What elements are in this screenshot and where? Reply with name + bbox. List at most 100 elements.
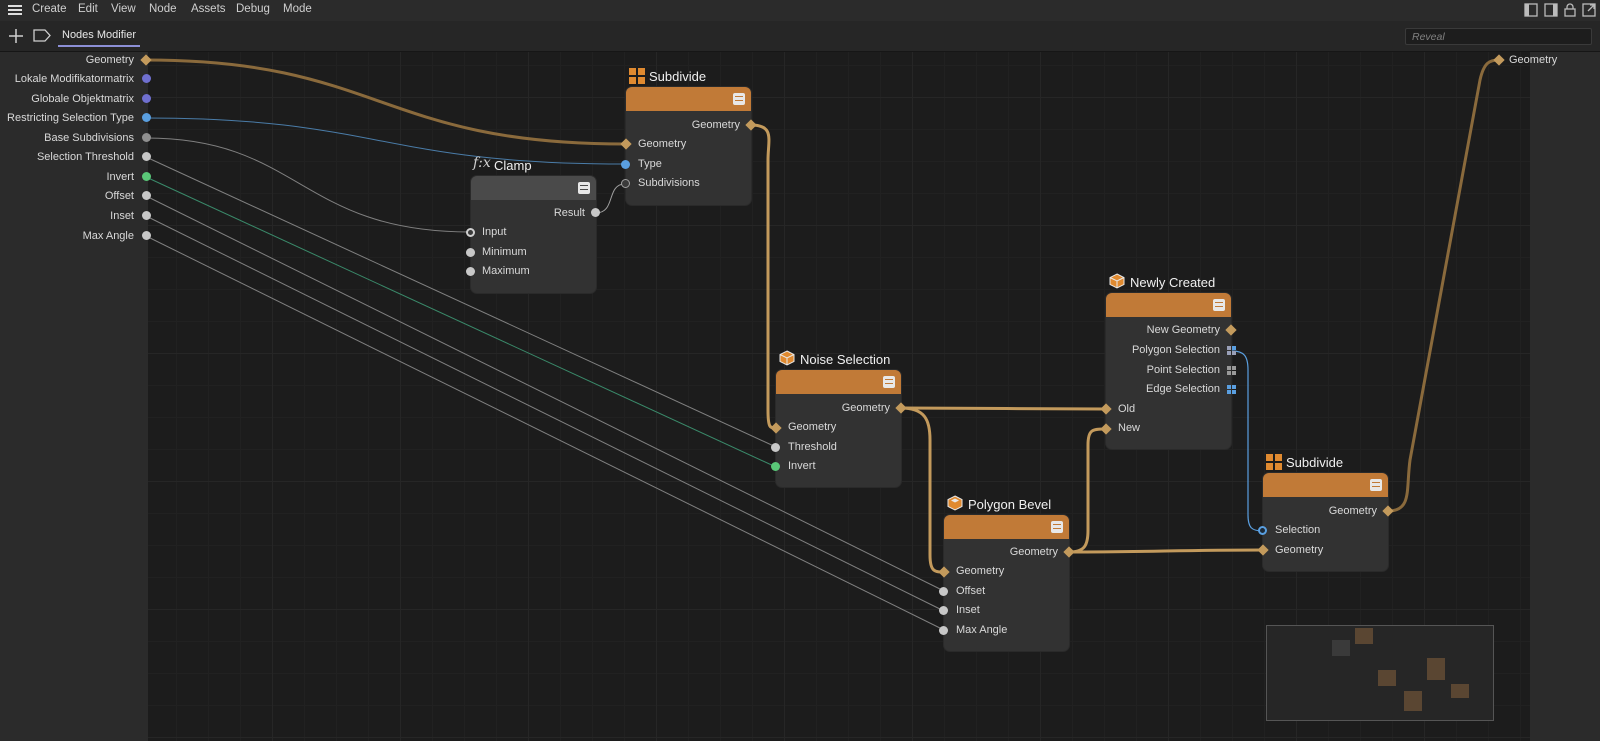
input-port-offset[interactable] (142, 191, 151, 200)
newly-created-input-old-label: Old (1118, 403, 1136, 415)
hamburger-menu-icon[interactable] (8, 5, 22, 16)
noise-selection-input-geometry-label: Geometry (788, 421, 837, 433)
polygon-bevel-node-icon (947, 495, 963, 511)
subdivide-2-node-title: Subdivide (1286, 455, 1344, 470)
output-ports-panel (1530, 52, 1600, 741)
node-menu-icon[interactable] (1370, 479, 1382, 491)
subdivide-input-type-port[interactable] (621, 160, 630, 169)
polygon-bevel-input-inset-port[interactable] (939, 606, 948, 615)
subdivide-input-subdivisions-port[interactable] (621, 179, 630, 188)
newly-created-node[interactable] (1106, 293, 1231, 449)
input-port-label-restricting-selection-type: Restricting Selection Type (7, 112, 134, 124)
newly-created-output-new-geometry-label: New Geometry (1146, 324, 1220, 336)
subdivide-node-title: Subdivide (649, 69, 707, 84)
minimap-node (1355, 628, 1373, 644)
newly-created-output-edge-selection-label: Edge Selection (1146, 383, 1220, 395)
tab-nodes-modifier[interactable]: Nodes Modifier (58, 28, 140, 47)
subdivide-input-geometry-label: Geometry (638, 138, 687, 150)
node-menu-icon[interactable] (883, 376, 895, 388)
polygon-bevel-output-geometry-label: Geometry (1009, 546, 1058, 558)
menu-create[interactable]: Create (32, 3, 67, 15)
subdivide-2-node[interactable] (1263, 473, 1388, 571)
right-panel-toggle-icon[interactable] (1544, 3, 1558, 17)
subdivide-2-input-selection-port[interactable] (1258, 526, 1267, 535)
minimap-node (1404, 691, 1422, 711)
newly-created-node-title: Newly Created (1130, 275, 1216, 290)
input-port-label-base-subdivisions: Base Subdivisions (44, 132, 134, 144)
noise-selection-input-threshold-label: Threshold (788, 441, 837, 453)
input-port-invert[interactable] (142, 172, 151, 181)
input-port-label-selection-threshold: Selection Threshold (36, 151, 134, 163)
polygon-bevel-node-title: Polygon Bevel (968, 497, 1052, 512)
minimap-node (1427, 658, 1445, 680)
polygon-bevel-input-max-angle-label: Max Angle (956, 624, 1008, 636)
clamp-output-result-port[interactable] (591, 208, 600, 217)
point-selection-port-icon[interactable] (1227, 366, 1236, 375)
clamp-input-minimum-port[interactable] (466, 248, 475, 257)
subdivide-node[interactable] (626, 87, 751, 205)
subdivide-input-type-label: Type (638, 158, 662, 170)
clamp-input-input-label: Input (482, 226, 507, 238)
input-port-label-global-matrix: Globale Objektmatrix (31, 93, 134, 105)
maximize-icon[interactable] (1582, 3, 1596, 17)
menu-debug[interactable]: Debug (236, 3, 270, 15)
newly-created-node-icon (1109, 273, 1125, 289)
function-icon: f:x (473, 155, 491, 171)
newly-created-output-polygon-selection-label: Polygon Selection (1131, 344, 1220, 356)
newly-created-output-point-selection-label: Point Selection (1146, 364, 1220, 376)
input-port-selection-threshold[interactable] (142, 152, 151, 161)
input-ports-panel (0, 52, 148, 741)
reveal-search-input[interactable]: Reveal (1405, 28, 1592, 45)
polygon-bevel-input-max-angle-port[interactable] (939, 626, 948, 635)
subdivide-input-subdivisions-label: Subdivisions (638, 177, 700, 189)
polygon-bevel-node[interactable] (944, 515, 1069, 651)
tag-icon[interactable] (33, 29, 51, 42)
node-menu-icon[interactable] (578, 182, 590, 194)
node-menu-icon[interactable] (1051, 521, 1063, 533)
menu-edit[interactable]: Edit (78, 3, 98, 15)
subdivide-node-icon (1266, 454, 1282, 470)
left-panel-toggle-icon[interactable] (1524, 3, 1538, 17)
plus-icon[interactable] (8, 28, 24, 44)
lock-icon[interactable] (1563, 3, 1577, 17)
clamp-input-maximum-port[interactable] (466, 267, 475, 276)
subdivide-2-input-selection-label: Selection (1275, 524, 1321, 536)
polygon-bevel-input-inset-label: Inset (956, 604, 980, 616)
polygon-selection-port-icon[interactable] (1227, 346, 1236, 355)
input-port-base-subdivisions[interactable] (142, 133, 151, 142)
input-port-label-max-angle: Max Angle (82, 230, 134, 242)
input-port-label-local-matrix: Lokale Modifikatormatrix (14, 73, 134, 85)
minimap[interactable] (1266, 625, 1494, 721)
menu-assets[interactable]: Assets (191, 3, 226, 15)
subdivide-2-output-geometry-label: Geometry (1328, 505, 1377, 517)
node-menu-icon[interactable] (1213, 299, 1225, 311)
noise-selection-input-invert-port[interactable] (771, 462, 780, 471)
noise-selection-input-threshold-port[interactable] (771, 443, 780, 452)
node-menu-icon[interactable] (733, 93, 745, 105)
tab-bar: Nodes Modifier (0, 21, 1600, 52)
clamp-node-title: Clamp (494, 158, 532, 173)
edge-selection-port-icon[interactable] (1227, 385, 1236, 394)
input-port-restricting-selection-type[interactable] (142, 113, 151, 122)
menu-mode[interactable]: Mode (283, 3, 312, 15)
input-port-label-geometry: Geometry (85, 54, 134, 66)
polygon-bevel-input-offset-port[interactable] (939, 587, 948, 596)
input-port-inset[interactable] (142, 211, 151, 220)
minimap-node (1451, 684, 1469, 698)
polygon-bevel-input-offset-label: Offset (956, 585, 986, 597)
clamp-input-minimum-label: Minimum (482, 246, 527, 258)
minimap-node (1332, 640, 1350, 656)
noise-selection-output-geometry-label: Geometry (841, 402, 890, 414)
clamp-node[interactable] (471, 176, 596, 293)
subdivide-2-input-geometry-label: Geometry (1275, 544, 1324, 556)
menu-node[interactable]: Node (149, 3, 177, 15)
output-port-label-geometry: Geometry (1509, 54, 1558, 66)
clamp-input-input-port[interactable] (466, 228, 475, 237)
input-port-local-matrix[interactable] (142, 74, 151, 83)
input-port-max-angle[interactable] (142, 231, 151, 240)
menu-view[interactable]: View (111, 3, 136, 15)
newly-created-input-new-label: New (1118, 422, 1141, 434)
noise-selection-node[interactable] (776, 370, 901, 487)
clamp-input-maximum-label: Maximum (482, 265, 530, 277)
input-port-global-matrix[interactable] (142, 94, 151, 103)
